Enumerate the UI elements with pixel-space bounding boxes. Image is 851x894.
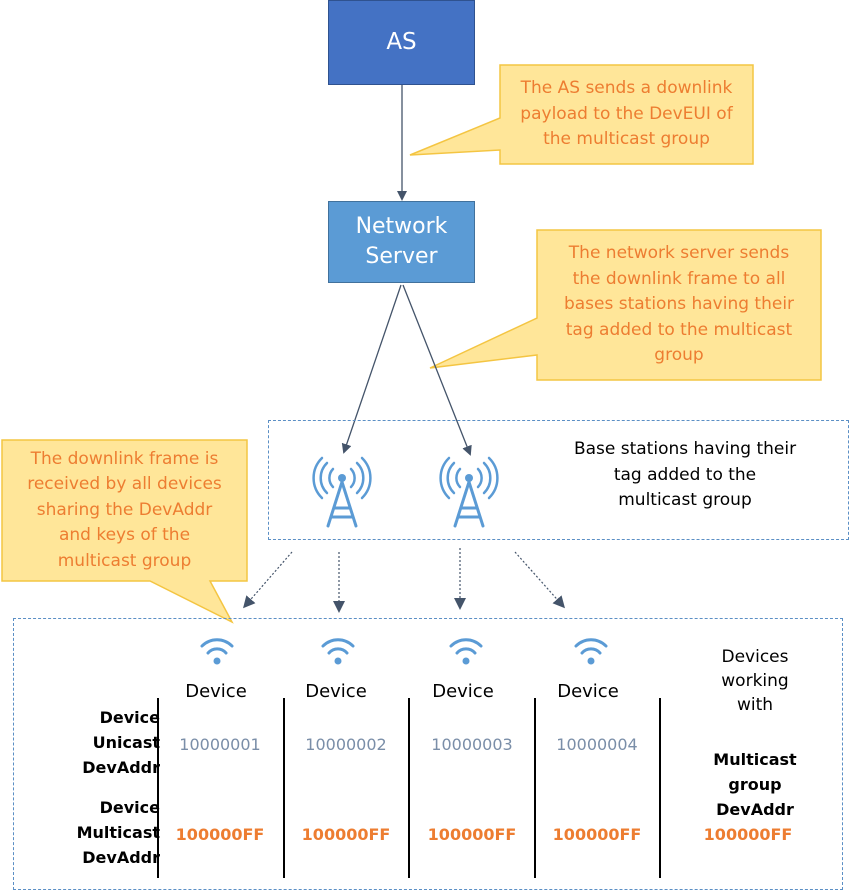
label-line: working (721, 670, 789, 691)
callout-line: bases stations having their (563, 294, 795, 315)
devices-frame (13, 618, 843, 890)
device-unicast-addr: 10000004 (556, 735, 638, 754)
callout-line: tag added to the multicast (565, 319, 793, 340)
wifi-icon (200, 638, 234, 665)
base-stations-label: Base stations having their tag added to … (555, 437, 815, 514)
row-label-unicast: Device Unicast DevAddr (30, 706, 160, 780)
arrow-ns-to-bs1 (341, 284, 402, 454)
callout-shape-devices (1, 439, 248, 624)
device-unicast-addr: 10000001 (179, 735, 261, 754)
callout-line: the downlink frame to all (572, 268, 786, 289)
base-stations-frame (268, 420, 849, 540)
device-label: Device (557, 681, 619, 702)
callout-line: received by all devices (27, 474, 222, 495)
multicast-group-devaddr-label: Multicast group DevAddr (690, 748, 820, 822)
callout-as-sends: The AS sends a downlink payload to the D… (500, 65, 753, 164)
callout-line: and keys of the (58, 525, 191, 546)
label-line: group (728, 774, 782, 794)
label-line: Device (99, 798, 160, 817)
device-label: Device (432, 681, 494, 702)
device-multicast-addr: 100000FF (552, 825, 642, 844)
callout-line: The downlink frame is (30, 448, 219, 469)
label-line: multicast group (618, 490, 752, 510)
arrow-bs-to-device-4 (514, 551, 565, 609)
label-line: tag added to the (613, 464, 757, 485)
label-line: DevAddr (82, 757, 160, 777)
label-line: Unicast (92, 732, 160, 752)
callout-line: The AS sends a downlink (520, 78, 733, 99)
network-server-box: Network Server (328, 201, 475, 283)
wifi-icon (449, 638, 483, 665)
arrow-ns-to-bs2 (402, 284, 472, 456)
antenna-tower-icon (439, 456, 499, 528)
devices-working-with-label: Devices working with (690, 646, 820, 717)
callout-line: The network server sends (568, 243, 790, 264)
arrow-bs-to-device-1 (243, 551, 293, 609)
callout-devices-receive: The downlink frame is received by all de… (2, 440, 247, 581)
callout-line: sharing the DevAddr (36, 499, 213, 520)
row-label-multicast: Device Multicast DevAddr (30, 796, 160, 870)
column-divider (283, 698, 285, 878)
column-divider (659, 698, 661, 878)
label-line: with (736, 694, 774, 715)
device-multicast-addr: 100000FF (175, 825, 265, 844)
device-label: Device (185, 681, 247, 702)
network-server-label-line2: Server (365, 244, 438, 269)
callout-line: the multicast group (543, 129, 710, 150)
as-label: AS (386, 28, 417, 55)
device-multicast-addr: 100000FF (427, 825, 517, 844)
device-label: Device (305, 681, 367, 702)
wifi-icon (321, 638, 355, 665)
device-unicast-addr: 10000002 (305, 735, 387, 754)
column-divider (157, 698, 159, 878)
callout-line: payload to the DevEUI of (520, 103, 733, 124)
label-line: Device (99, 708, 160, 727)
column-divider (534, 698, 536, 878)
callout-line: group (654, 345, 704, 366)
antenna-tower-icon (312, 456, 372, 528)
label-line: DevAddr (82, 847, 160, 867)
as-box: AS (328, 0, 475, 85)
callout-shape-as (409, 64, 754, 165)
multicast-group-devaddr-value: 100000FF (703, 825, 793, 844)
callout-shape-ns (429, 229, 822, 381)
label-line: DevAddr (716, 799, 794, 819)
column-divider (408, 698, 410, 878)
label-line: Devices (721, 647, 789, 667)
network-server-label-line1: Network (355, 214, 448, 240)
device-multicast-addr: 100000FF (301, 825, 391, 844)
wifi-icon (574, 638, 608, 665)
callout-ns-sends: The network server sends the downlink fr… (537, 230, 821, 380)
label-line: Base stations having their (573, 439, 797, 459)
device-unicast-addr: 10000003 (431, 735, 513, 754)
label-line: Multicast (713, 750, 797, 769)
callout-line: multicast group (57, 550, 192, 571)
label-line: Multicast (76, 822, 160, 842)
